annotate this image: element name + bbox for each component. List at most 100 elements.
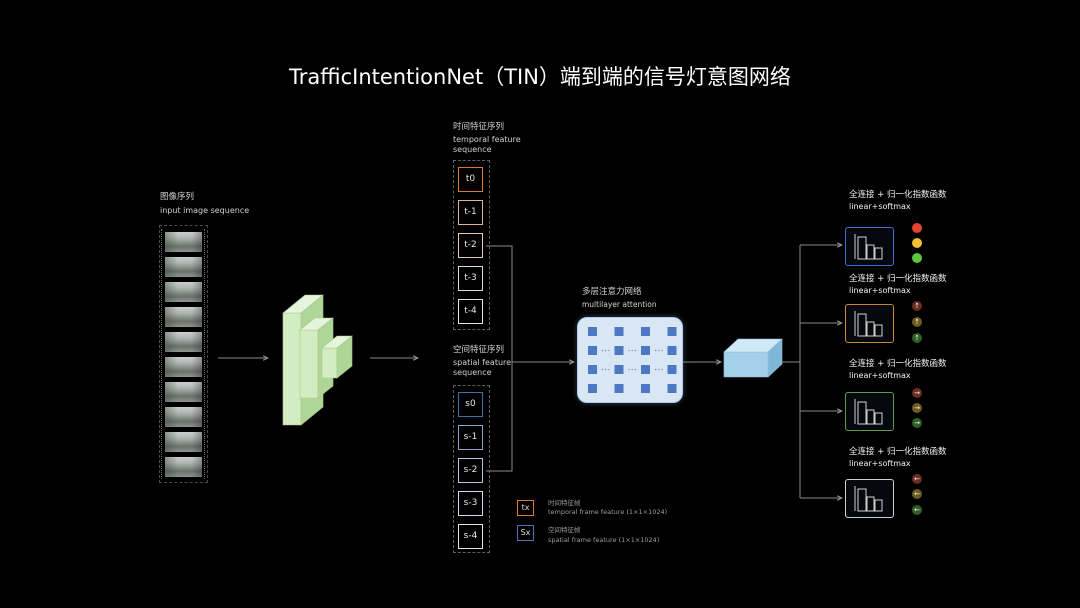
- attention-node: [668, 346, 677, 355]
- attention-ellipsis-dot: [661, 350, 663, 352]
- attention-ellipsis-dot: [655, 369, 657, 371]
- left-arrow-icon: ←: [912, 505, 922, 515]
- histogram-bar: [867, 497, 874, 511]
- spatial-feature-s-1: s-1: [458, 425, 483, 450]
- input-frame: [165, 232, 202, 252]
- input-frame: [165, 332, 202, 352]
- cnn-layer-front: [322, 348, 337, 378]
- temporal-feature-t0: t0: [458, 167, 483, 192]
- histogram-bar: [858, 237, 866, 259]
- output-3-label-zh: 全连接 + 归一化指数函数: [849, 359, 947, 370]
- attention-grid: [578, 318, 682, 402]
- cnn-layer-front: [300, 330, 318, 398]
- output-1-label-zh: 全连接 + 归一化指数函数: [849, 190, 947, 201]
- input-frame: [165, 257, 202, 277]
- spatial-feature-s0: s0: [458, 392, 483, 417]
- attention-node: [615, 327, 624, 336]
- attention-node: [668, 327, 677, 336]
- spatial-feature-s-2: s-2: [458, 458, 483, 483]
- attention-label-en: multilayer attention: [582, 299, 657, 310]
- cnn-layer-front: [283, 313, 301, 425]
- attention-ellipsis-dot: [655, 350, 657, 352]
- right-arrow-icon: →: [912, 418, 922, 428]
- input-frame: [165, 457, 202, 477]
- output-2-softmax-box: [845, 304, 894, 343]
- output-1-label-en: linear+softmax: [849, 201, 911, 212]
- softmax-histogram-icon: [846, 228, 893, 265]
- input-frame: [165, 282, 202, 302]
- spatial-sequence-label-en-2: sequence: [453, 367, 492, 378]
- legend-spatial-label-en: spatial frame feature (1×1×1024): [548, 536, 659, 544]
- output-4-label-en: linear+softmax: [849, 458, 911, 469]
- histogram-bar: [867, 245, 874, 259]
- histogram-bar: [875, 248, 882, 259]
- legend-temporal-label-zh: 时间特征帧: [548, 499, 581, 507]
- input-frame: [165, 407, 202, 427]
- left-arrow-icon: ←: [912, 474, 922, 484]
- input-sequence-label-en: input image sequence: [160, 205, 249, 216]
- film-rail-left: [161, 229, 162, 479]
- attention-node: [641, 346, 650, 355]
- spatial-feature-s-4: s-4: [458, 524, 483, 549]
- output-2-label-zh: 全连接 + 归一化指数函数: [849, 274, 947, 285]
- attention-node: [615, 384, 624, 393]
- right-arrow-icon: →: [912, 403, 922, 413]
- input-frame: [165, 382, 202, 402]
- attention-ellipsis-dot: [605, 350, 607, 352]
- attention-node: [588, 346, 597, 355]
- attention-ellipsis-dot: [658, 350, 660, 352]
- attention-ellipsis-dot: [635, 369, 637, 371]
- attention-node: [588, 365, 597, 374]
- histogram-bar: [875, 413, 882, 424]
- output-2-label-en: linear+softmax: [849, 285, 911, 296]
- attention-ellipsis-dot: [628, 369, 630, 371]
- output-4-label-zh: 全连接 + 归一化指数函数: [849, 447, 947, 458]
- temporal-sequence-label-en-2: sequence: [453, 144, 492, 155]
- input-frame: [165, 307, 202, 327]
- legend-temporal-label-en: temporal frame feature (1×1×1024): [548, 508, 667, 516]
- output-3-label-en: linear+softmax: [849, 370, 911, 381]
- input-image-sequence: [159, 225, 208, 483]
- film-rail-right: [204, 229, 205, 479]
- attention-node: [615, 346, 624, 355]
- histogram-bar: [858, 314, 866, 336]
- attention-ellipsis-dot: [658, 369, 660, 371]
- input-sequence-label-zh: 图像序列: [160, 192, 194, 203]
- attention-node: [588, 327, 597, 336]
- temporal-sequence-label-zh: 时间特征序列: [453, 122, 504, 133]
- output-3-softmax-box: [845, 392, 894, 431]
- histogram-bar: [858, 489, 866, 511]
- left-arrow-icon: ←: [912, 489, 922, 499]
- attention-node: [588, 384, 597, 393]
- spatial-sequence-label-zh: 空间特征序列: [453, 345, 504, 356]
- attention-ellipsis-dot: [631, 350, 633, 352]
- cnn-backbone-block: [283, 295, 352, 425]
- straight-arrow-icon: ↑: [912, 301, 922, 311]
- multilayer-attention-block: [577, 317, 683, 403]
- histogram-bar: [858, 402, 866, 424]
- attention-node: [615, 365, 624, 374]
- fused-block-front: [724, 352, 768, 377]
- input-frame: [165, 432, 202, 452]
- attention-ellipsis-dot: [602, 369, 604, 371]
- temporal-feature-t-3: t-3: [458, 266, 483, 291]
- attention-node: [668, 365, 677, 374]
- histogram-bar: [867, 410, 874, 424]
- red-light-icon: [912, 223, 922, 233]
- attention-ellipsis-dot: [635, 350, 637, 352]
- right-arrow-icon: →: [912, 388, 922, 398]
- temporal-feature-t-4: t-4: [458, 299, 483, 324]
- softmax-histogram-icon: [846, 393, 893, 430]
- attention-ellipsis-dot: [608, 350, 610, 352]
- attention-ellipsis-dot: [605, 369, 607, 371]
- legend-spatial-label-zh: 空间特征帧: [548, 526, 581, 534]
- histogram-bar: [867, 322, 874, 336]
- softmax-histogram-icon: [846, 480, 893, 517]
- yellow-light-icon: [912, 238, 922, 248]
- attention-ellipsis-dot: [602, 350, 604, 352]
- temporal-feature-t-1: t-1: [458, 200, 483, 225]
- attention-ellipsis-dot: [661, 369, 663, 371]
- histogram-bar: [875, 325, 882, 336]
- legend-temporal-swatch: tx: [517, 500, 534, 516]
